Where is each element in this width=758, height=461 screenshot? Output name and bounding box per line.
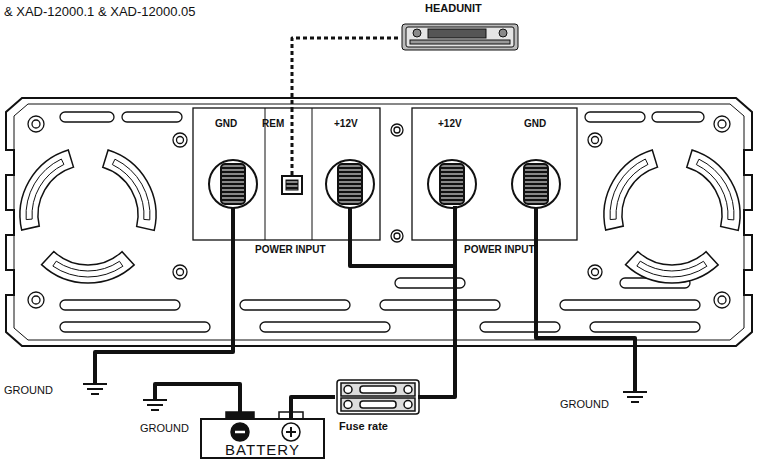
terminal-plate	[412, 108, 577, 240]
node-text: REM	[262, 118, 284, 129]
node-text: HEADUNIT	[425, 2, 482, 14]
diagram-title: & XAD-12000.1 & XAD-12000.05	[4, 4, 196, 19]
fan-blade-groove	[610, 159, 648, 220]
node-text: +12V	[334, 118, 358, 129]
ground-label: GROUND	[140, 422, 189, 434]
fan-blade	[604, 150, 657, 230]
fan-blade-groove	[696, 159, 734, 220]
node-text: +12V	[438, 118, 462, 129]
fan-blade	[20, 150, 73, 230]
power-wires	[95, 206, 635, 414]
power-wire	[418, 258, 455, 397]
amp-inner-edge	[14, 104, 744, 340]
node-text: GND	[524, 118, 546, 129]
ground-label: GROUND	[4, 384, 53, 396]
fan-blade	[626, 251, 719, 283]
power-input-block: GND REM +12V POWER INPUT	[193, 108, 380, 258]
headunit-picture	[402, 24, 518, 50]
node-text: POWER INPUT	[464, 244, 535, 255]
node-text: BATTERY	[225, 441, 300, 458]
vent-slots	[60, 112, 704, 332]
power-input-block: +12V GND POWER INPUT	[412, 108, 577, 258]
power-terminals	[209, 160, 560, 208]
fan-blade-groove	[112, 159, 150, 220]
fan-blade	[42, 251, 135, 283]
fan-blade	[687, 150, 740, 230]
fan-blade-groove	[26, 159, 64, 220]
headunit: HEADUNIT	[398, 2, 522, 52]
fan-blade-groove	[53, 261, 123, 277]
fuse: Fuse rate	[335, 380, 421, 436]
plate-divider	[312, 108, 313, 240]
node-text: POWER INPUT	[255, 244, 326, 255]
power-wire	[291, 397, 335, 418]
fan-blade	[103, 150, 156, 230]
remote-wire	[292, 38, 398, 108]
battery: BATTERY	[200, 418, 325, 459]
amp-housing	[6, 98, 752, 346]
node-text: Fuse rate	[339, 420, 388, 432]
node-text: GND	[215, 118, 237, 129]
power-wire	[350, 258, 455, 266]
fan-blade-groove	[637, 261, 707, 277]
fuse-holder	[337, 380, 419, 414]
ground-label: GROUND	[560, 398, 609, 410]
remote-wire	[291, 108, 294, 178]
